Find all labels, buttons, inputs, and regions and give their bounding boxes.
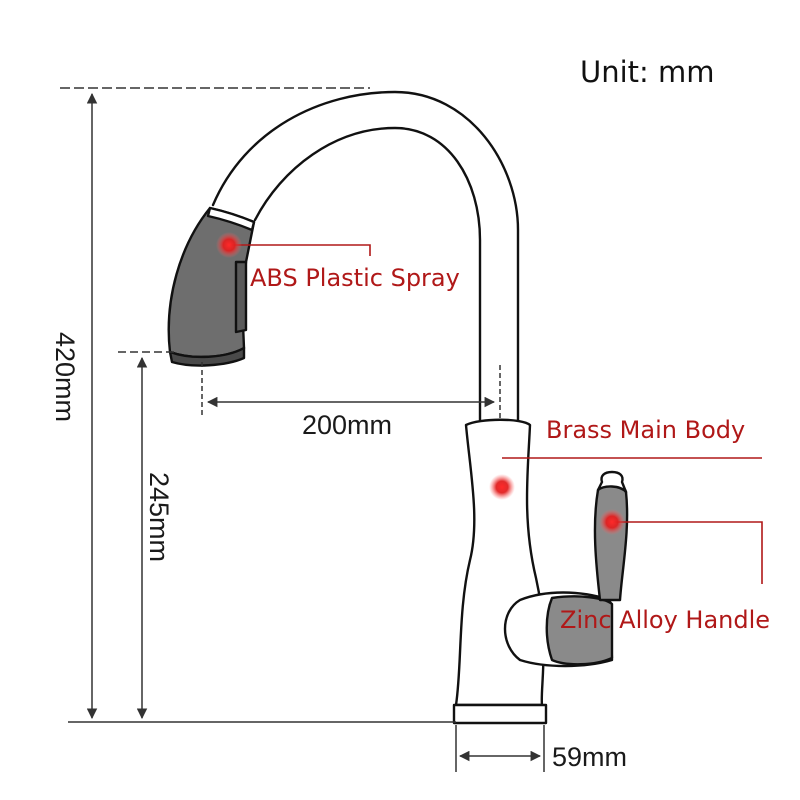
spray-callout-label: ABS Plastic Spray bbox=[250, 264, 460, 292]
base-ring bbox=[452, 703, 548, 725]
dim-label-200: 200mm bbox=[302, 410, 392, 440]
dim-label-420: 420mm bbox=[50, 332, 80, 422]
body-callout-label: Brass Main Body bbox=[546, 416, 745, 444]
spray-ring bbox=[206, 206, 256, 232]
spout-outer-edge bbox=[211, 90, 520, 422]
callout-leaders bbox=[229, 244, 763, 584]
spray-leader bbox=[229, 244, 371, 256]
spray-marker bbox=[216, 232, 242, 258]
spray-nozzle bbox=[168, 346, 246, 367]
handle-lever bbox=[593, 481, 629, 602]
faucet bbox=[167, 90, 629, 725]
unit-label: Unit: mm bbox=[580, 55, 715, 89]
dim-label-59: 59mm bbox=[552, 742, 627, 772]
handle-marker bbox=[599, 509, 625, 535]
body-marker bbox=[489, 474, 515, 500]
handle-hub-cap bbox=[545, 595, 614, 666]
dim-label-245: 245mm bbox=[144, 472, 174, 562]
dimension-lines bbox=[60, 87, 545, 772]
handle-callout-label: Zinc Alloy Handle bbox=[560, 606, 770, 634]
handle-leader bbox=[612, 521, 763, 584]
spout-inner-edge bbox=[253, 126, 482, 422]
handle-tip bbox=[596, 470, 628, 494]
spray-trigger bbox=[234, 260, 248, 334]
